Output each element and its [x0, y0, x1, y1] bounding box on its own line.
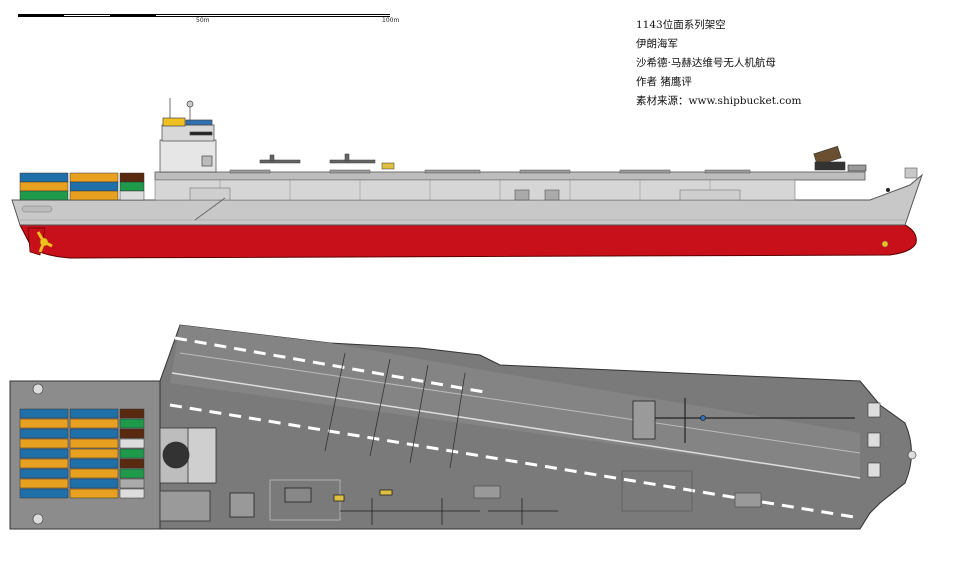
propeller	[27, 227, 53, 256]
deck-aircraft-side	[259, 153, 395, 170]
top-view	[9, 324, 917, 530]
container-stack-side	[19, 172, 145, 201]
island-superstructure	[159, 98, 217, 173]
scale-label-100m: 100m	[382, 17, 400, 24]
side-profile	[11, 98, 924, 259]
scale-bar: 50m 100m	[18, 10, 399, 24]
container-stack-top	[19, 408, 145, 499]
info-ship-name: 沙希德·马赫达维号无人机航母	[636, 57, 776, 69]
hull-lower-red	[19, 224, 917, 259]
drawing-info: 1143位面系列架空 伊朗海军 沙希德·马赫达维号无人机航母 作者 猪鹰评 素材…	[636, 16, 801, 111]
deck-drones	[229, 398, 855, 525]
scale-label-50m: 50m	[196, 17, 210, 24]
info-series: 1143位面系列架空	[636, 19, 726, 31]
bow-launcher	[813, 145, 867, 172]
island-top	[159, 427, 217, 522]
info-source: 素材来源：www.shipbucket.com	[636, 95, 802, 107]
info-navy: 伊朗海军	[636, 38, 678, 50]
info-author: 作者 猪鹰评	[636, 76, 692, 88]
